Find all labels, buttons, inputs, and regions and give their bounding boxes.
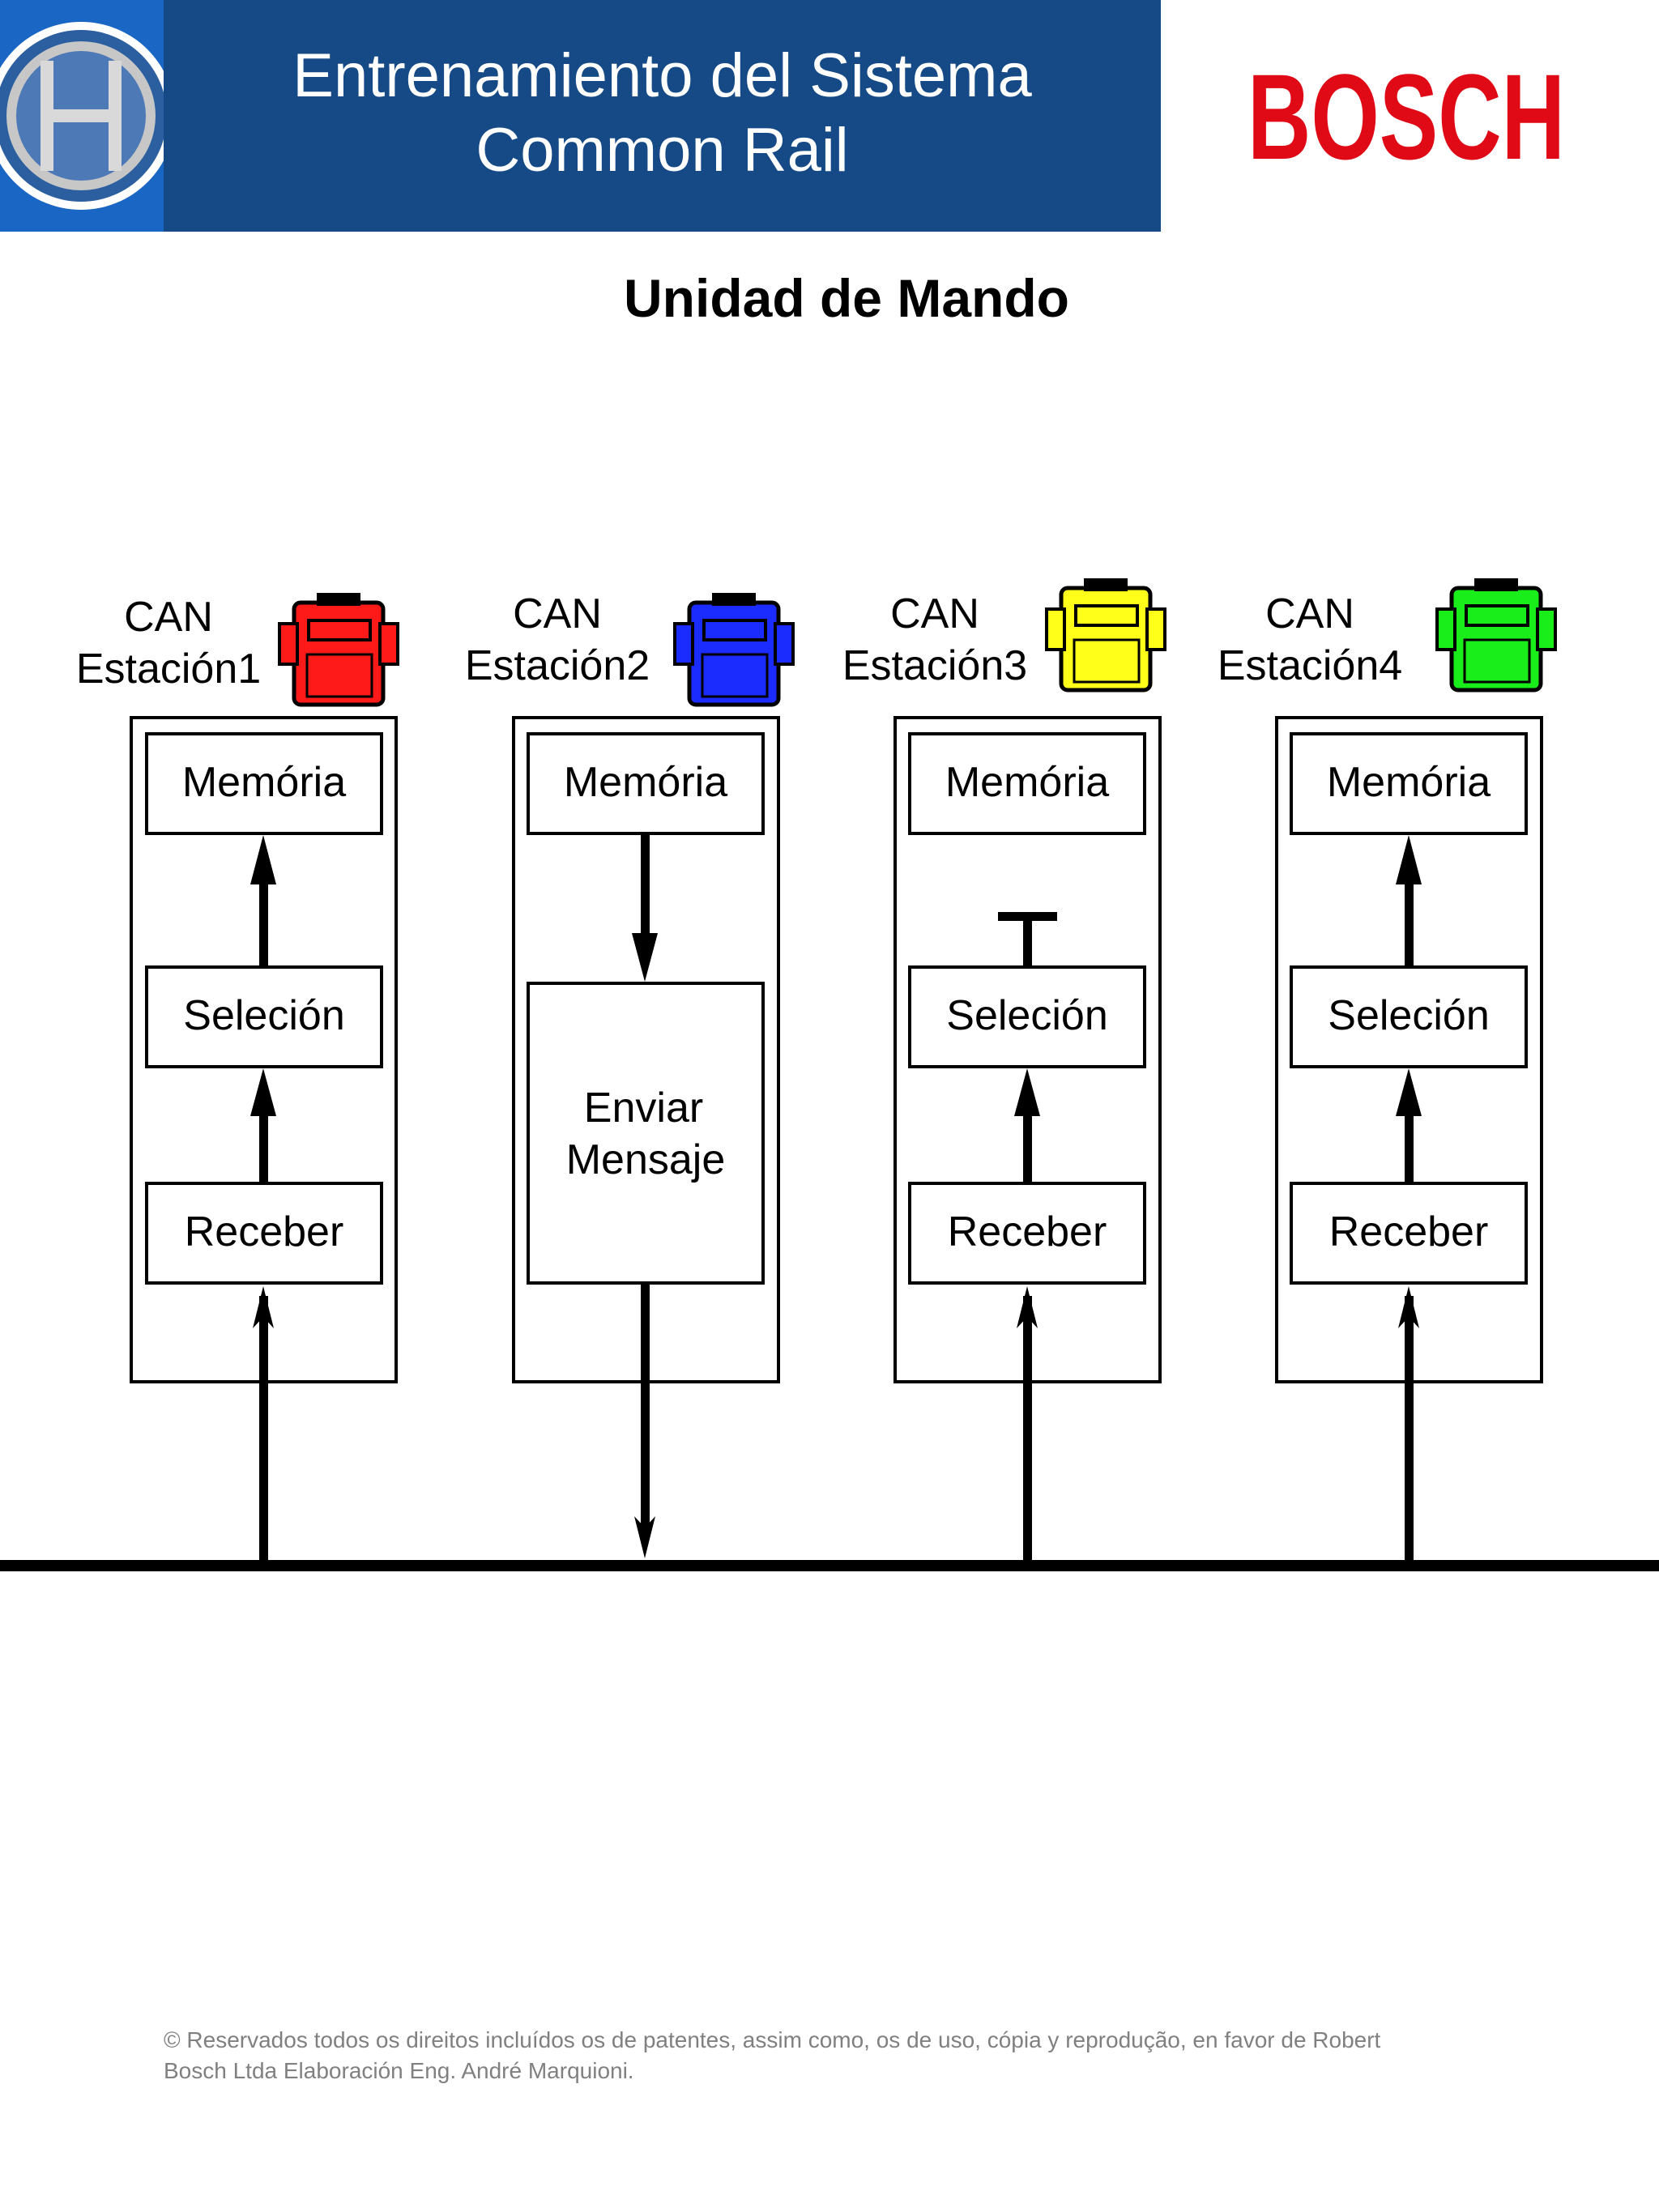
- station1-can-label: CAN: [124, 594, 213, 641]
- brand-wordmark-text: BOSCH: [1247, 55, 1565, 173]
- station2-can-label: CAN: [513, 590, 602, 637]
- station4-label: CAN Estación4: [1205, 588, 1415, 692]
- station4-arrow-bus-to-receive: [1398, 1286, 1419, 1562]
- station4-selection-box: [1290, 965, 1528, 1068]
- station4-memory-box: [1290, 732, 1528, 835]
- station4-receive-box: [1290, 1182, 1528, 1285]
- header-title: Entrenamiento del Sistema Common Rail: [164, 39, 1161, 188]
- station3-arrow-bus-to-receive: [1017, 1286, 1038, 1562]
- station3-blocked-connector: [998, 912, 1057, 967]
- station4-ecu-icon: [1435, 578, 1557, 693]
- station1-ecu-icon: [278, 593, 399, 707]
- header-band: [0, 0, 1161, 232]
- station4-receive-text: Receber: [1328, 1208, 1489, 1255]
- station3-can-label: CAN: [890, 590, 979, 637]
- station3-memory-text: Memória: [945, 759, 1110, 806]
- bosch-armature-logo-icon: [0, 22, 164, 210]
- header-title-line2: Common Rail: [476, 116, 849, 185]
- page-title: Unidad de Mando: [624, 268, 1069, 328]
- station1-arrow-selection-to-memory: [250, 835, 276, 969]
- station1-selection-text: Seleción: [183, 992, 345, 1039]
- station3-name-label: Estación3: [842, 642, 1028, 689]
- station2-ecu-icon: [673, 593, 795, 707]
- station1-receive-box: [145, 1182, 383, 1285]
- station4-name-label: Estación4: [1217, 642, 1403, 689]
- station4-selection-text: Seleción: [1328, 992, 1490, 1039]
- station4-can-label: CAN: [1265, 590, 1354, 637]
- bosch-wordmark-logo: BOSCH: [1247, 55, 1565, 173]
- station3-selection-text: Seleción: [946, 992, 1108, 1039]
- station3-label: CAN Estación3: [830, 588, 1040, 692]
- station2-arrow-memory-to-send: [632, 835, 658, 982]
- can-bus-line: [0, 1560, 1659, 1571]
- station2-memory-text: Memória: [563, 759, 728, 806]
- station2-arrow-send-to-bus: [634, 1285, 655, 1558]
- station2-send-text-line1: Enviar: [583, 1085, 704, 1132]
- station2-label: CAN Estación2: [452, 588, 663, 692]
- station3-arrow-receive-to-selection: [1014, 1068, 1040, 1184]
- station1-arrow-receive-to-selection: [250, 1068, 276, 1184]
- station4-arrow-selection-to-memory: [1396, 835, 1422, 969]
- station3-ecu-icon: [1045, 578, 1166, 693]
- station2-name-label: Estación2: [464, 642, 650, 689]
- station1-memory-text: Memória: [181, 759, 347, 806]
- copyright-footer: © Reservados todos os direitos incluídos…: [164, 2025, 1541, 2086]
- station1-label: CAN Estación1: [63, 591, 274, 695]
- station2-send-box: [527, 982, 765, 1285]
- footer-line1: © Reservados todos os direitos incluídos…: [164, 2027, 1381, 2052]
- footer-line2: Bosch Ltda Elaboración Eng. André Marqui…: [164, 2058, 634, 2083]
- station2-send-text-line2: Mensaje: [565, 1136, 726, 1183]
- station1-memory-box: [145, 732, 383, 835]
- station1-selection-box: [145, 965, 383, 1068]
- station3-receive-text: Receber: [947, 1208, 1107, 1255]
- station3-memory-box: [908, 732, 1146, 835]
- header-title-line1: Entrenamiento del Sistema: [292, 41, 1032, 110]
- station4-arrow-receive-to-selection: [1396, 1068, 1422, 1184]
- station1-receive-text: Receber: [184, 1208, 344, 1255]
- station3-selection-box: [908, 965, 1146, 1068]
- station4-memory-text: Memória: [1326, 759, 1491, 806]
- station1-arrow-bus-to-receive: [253, 1286, 274, 1562]
- station1-name-label: Estación1: [75, 646, 262, 693]
- station2-memory-box: [527, 732, 765, 835]
